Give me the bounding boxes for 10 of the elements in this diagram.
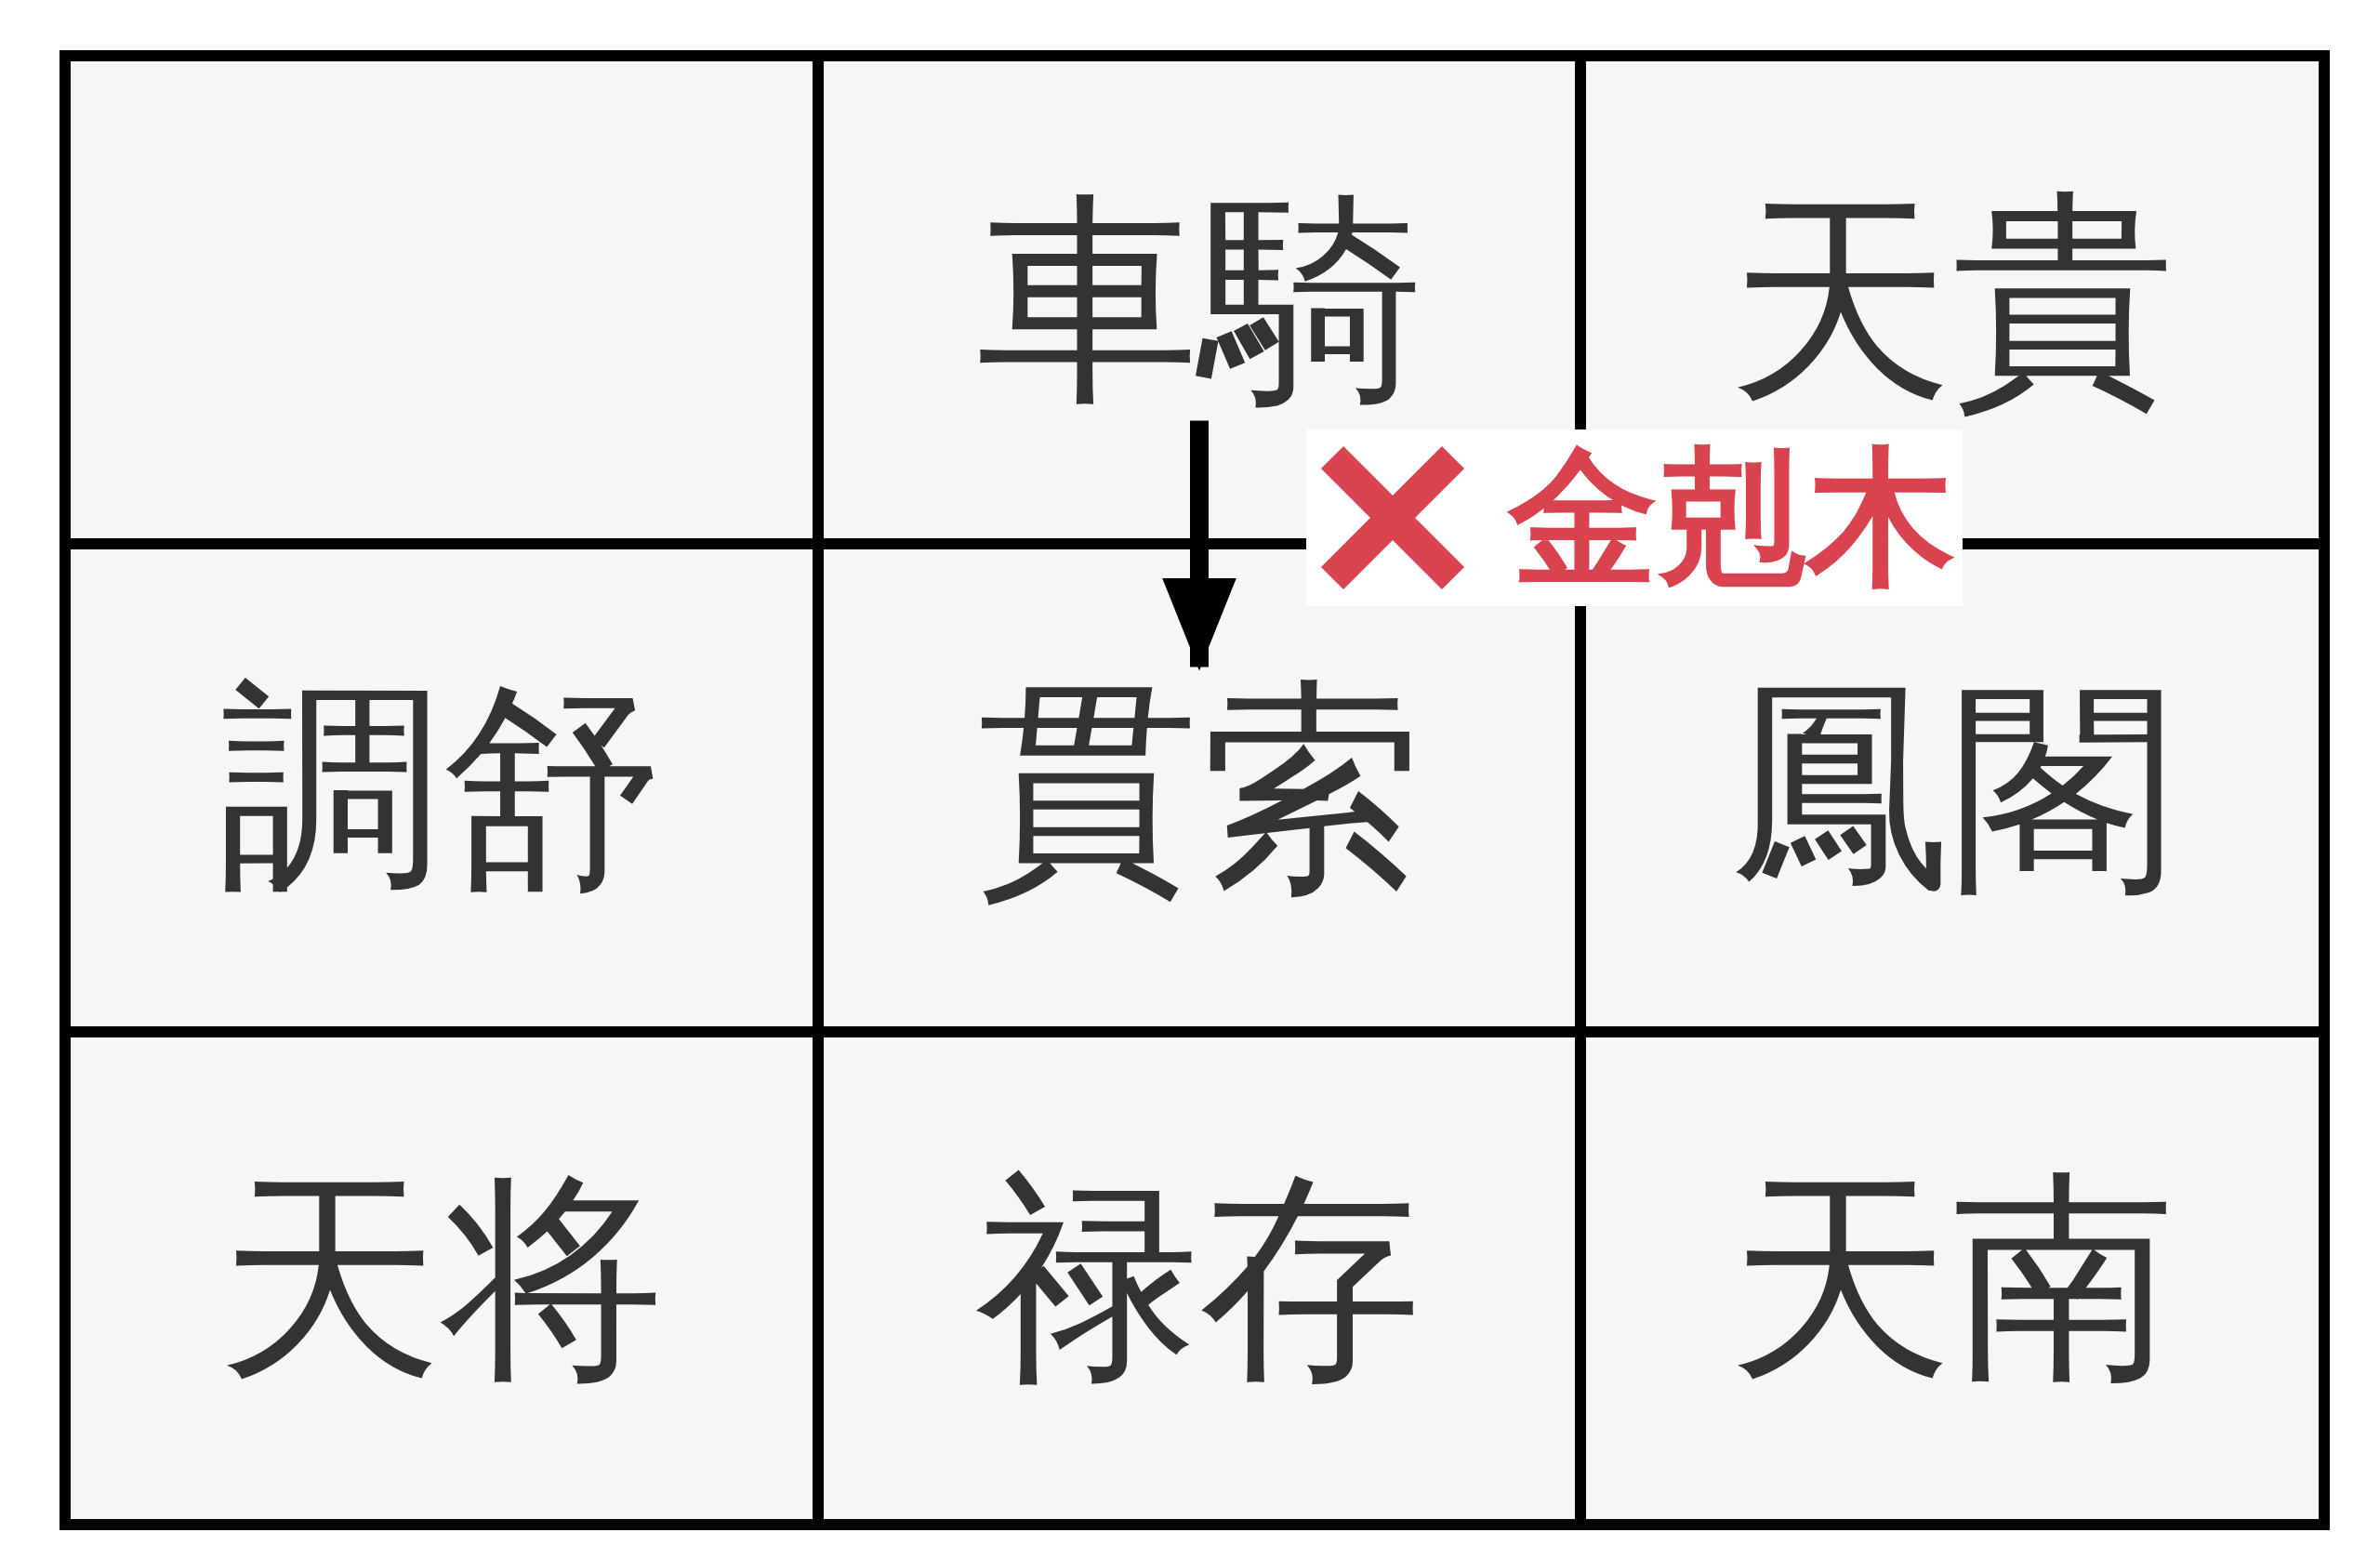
cell-text: 鳳閣 bbox=[1711, 667, 2194, 909]
edge-label: 金剋木 bbox=[1509, 429, 1955, 606]
cell-text: 車騎 bbox=[958, 178, 1441, 421]
cell-text: 天南 bbox=[1711, 1157, 2194, 1399]
cell-text: 天貴 bbox=[1711, 178, 2194, 421]
cell-text: 天将 bbox=[200, 1157, 683, 1399]
cell-text: 調舒 bbox=[200, 667, 683, 909]
cell-text: 貫索 bbox=[958, 667, 1441, 909]
cell-text: 禄存 bbox=[958, 1157, 1441, 1399]
arrow bbox=[1162, 420, 1236, 671]
